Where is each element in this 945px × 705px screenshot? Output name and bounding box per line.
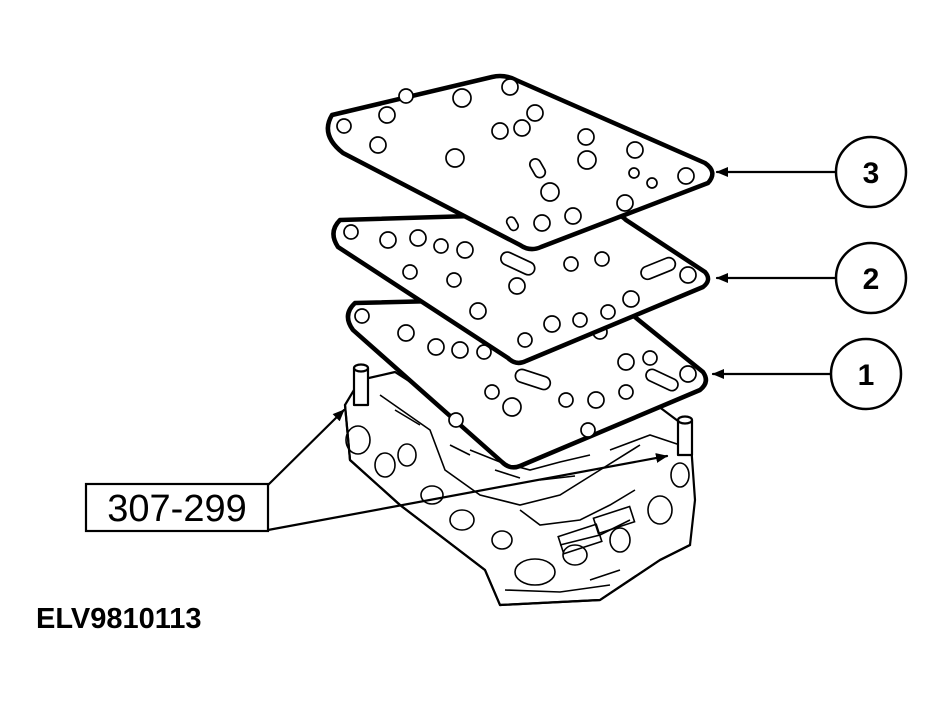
tool-label-box [84, 482, 270, 533]
tool-leader-left-pin [266, 408, 346, 487]
guide-pin-left [352, 363, 370, 407]
gasket-plate-3 [325, 73, 715, 252]
guide-pin-right [676, 415, 694, 457]
callout-1: 1 [829, 337, 903, 411]
callout-1-label: 1 [858, 359, 875, 392]
figure-id: ELV9810113 [36, 603, 202, 635]
tool-callout: 307-299 [84, 408, 669, 533]
tool-leader-right-pin [266, 453, 669, 532]
callout-2-label: 2 [863, 263, 880, 296]
tool-number-label: 307-299 [107, 488, 246, 530]
callout-3: 3 [834, 135, 908, 209]
gasket-plate-1 [345, 294, 709, 470]
callout-3-label: 3 [863, 157, 880, 190]
callout-2: 2 [834, 241, 908, 315]
